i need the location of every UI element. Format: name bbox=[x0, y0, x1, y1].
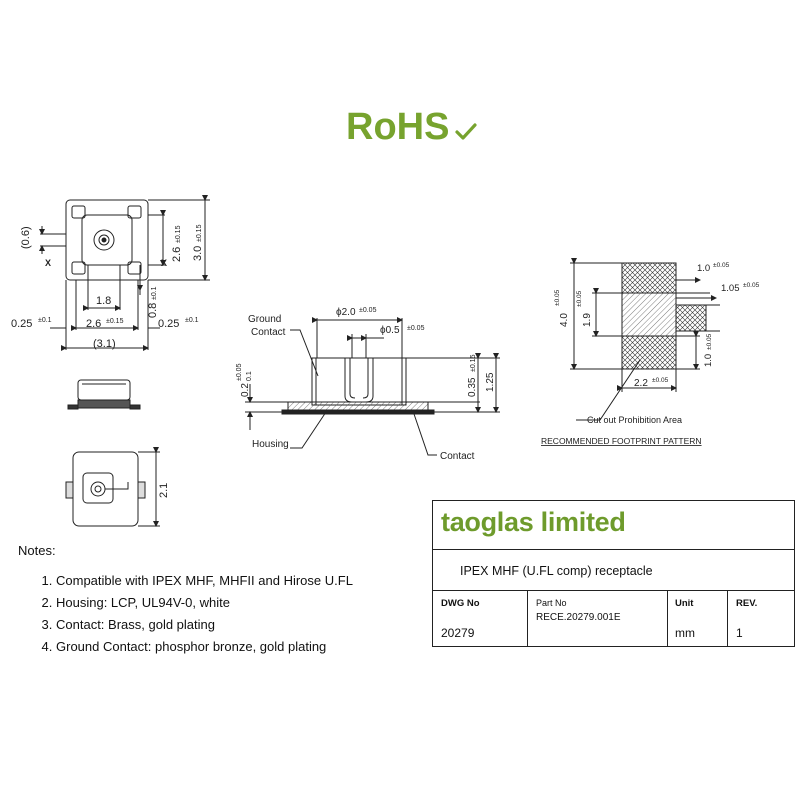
top-view bbox=[39, 195, 210, 351]
tol-1-0-side: ±0.05 bbox=[706, 333, 713, 350]
tol-2-6-vertical: ±0.15 bbox=[175, 225, 182, 243]
column-divider bbox=[667, 590, 668, 646]
top-view-outline bbox=[65, 199, 149, 281]
notes-list: Compatible with IPEX MHF, MHFII and Hiro… bbox=[18, 574, 353, 653]
tol-1-0-top: ±0.05 bbox=[713, 262, 730, 269]
dim-0-8: 0.8 bbox=[147, 303, 159, 318]
dim-4-0: 4.0 bbox=[559, 313, 570, 327]
list-item: Housing: LCP, UL94V-0, white bbox=[56, 596, 353, 609]
section-view bbox=[245, 317, 500, 456]
company-name: taoglas limited bbox=[441, 507, 626, 537]
part-description: IPEX MHF (U.FL comp) receptacle bbox=[460, 564, 653, 578]
dim-1-9: 1.9 bbox=[582, 313, 593, 327]
divider bbox=[433, 549, 794, 550]
rohs-badge: RoHS bbox=[346, 104, 478, 150]
mark-x-right: X bbox=[161, 258, 167, 268]
tol-4-0: ±0.05 bbox=[554, 289, 561, 306]
dim-0-35: 0.35 bbox=[467, 377, 478, 397]
header-unit: Unit bbox=[675, 598, 694, 609]
dim-3-0: 3.0 bbox=[192, 246, 204, 261]
tol-0-25-right: ±0.1 bbox=[185, 317, 199, 324]
header-dwg-no: DWG No bbox=[441, 598, 480, 609]
dim-1-0-side: 1.0 bbox=[703, 354, 714, 367]
tol-2-2: ±0.05 bbox=[652, 377, 669, 384]
title-block: taoglas limited IPEX MHF (U.FL comp) rec… bbox=[432, 500, 795, 647]
dim-1-0-top: 1.0 bbox=[697, 263, 710, 274]
dim-2-6-horizontal: 2.6 bbox=[86, 318, 101, 330]
corner-pad bbox=[127, 205, 142, 219]
dim-phi-0-5: ϕ0.5 bbox=[380, 325, 400, 336]
list-item: Compatible with IPEX MHF, MHFII and Hiro… bbox=[56, 574, 353, 587]
checkmark-icon bbox=[455, 123, 478, 140]
tol-0-2-upper: ±0.05 bbox=[236, 363, 243, 381]
outer-ring bbox=[93, 229, 115, 251]
dim-3-1: (3.1) bbox=[93, 338, 116, 350]
value-part-no: RECE.20279.001E bbox=[536, 612, 621, 623]
notes-title: Notes: bbox=[18, 543, 56, 558]
tol-0-8: ±0.1 bbox=[151, 286, 158, 300]
tol-1-9: ±0.05 bbox=[576, 290, 583, 307]
dim-2-2: 2.2 bbox=[634, 378, 648, 389]
footprint-pattern bbox=[570, 258, 720, 421]
tol-phi-0-5: ±0.05 bbox=[407, 325, 425, 332]
dim-0-25-right: 0.25 bbox=[158, 318, 179, 330]
tol-1-05: ±0.05 bbox=[743, 282, 760, 289]
tol-3-0: ±0.15 bbox=[196, 224, 203, 242]
rohs-label: RoHS bbox=[346, 106, 450, 148]
mark-x-left: X bbox=[45, 258, 51, 268]
label-ground: Ground bbox=[248, 314, 281, 325]
connector-body bbox=[81, 214, 133, 266]
center-pin bbox=[98, 234, 110, 246]
list-item: Ground Contact: phosphor bronze, gold pl… bbox=[56, 640, 353, 653]
dim-2-6-vertical: 2.6 bbox=[171, 247, 183, 262]
dim-1-8: 1.8 bbox=[96, 295, 111, 307]
dim-1-05: 1.05 bbox=[721, 283, 740, 294]
list-item: Contact: Brass, gold plating bbox=[56, 618, 353, 631]
cutout-label: Cut out Prohibition Area bbox=[587, 415, 682, 425]
dim-0-2: 0.2 bbox=[240, 383, 251, 397]
footprint-title: RECOMMENDED FOOTPRINT PATTERN bbox=[541, 436, 702, 446]
bottom-view bbox=[65, 447, 160, 527]
divider bbox=[433, 590, 794, 591]
corner-pad bbox=[71, 205, 86, 219]
dim-0-6: (0.6) bbox=[20, 226, 32, 249]
label-contact-top: Contact bbox=[251, 327, 286, 338]
tol-0-2-lower: 0.1 bbox=[246, 371, 253, 381]
notes: Notes: Compatible with IPEX MHF, MHFII a… bbox=[18, 543, 353, 662]
tol-0-25-left: ±0.1 bbox=[38, 317, 52, 324]
label-housing: Housing bbox=[252, 439, 289, 450]
footprint-labels: 1.0 ±0.05 1.05 ±0.05 4.0 ±0.05 1.9 ±0.05… bbox=[541, 262, 760, 446]
header-rev: REV. bbox=[736, 598, 758, 609]
column-divider bbox=[727, 590, 728, 646]
corner-pad bbox=[127, 261, 142, 275]
tol-phi-2-0: ±0.05 bbox=[359, 307, 377, 314]
dim-0-25-left: 0.25 bbox=[11, 318, 32, 330]
tol-2-6-horizontal: ±0.15 bbox=[106, 318, 124, 325]
value-unit: mm bbox=[675, 626, 695, 640]
dim-1-25: 1.25 bbox=[485, 372, 496, 392]
value-dwg-no: 20279 bbox=[441, 626, 475, 640]
label-contact-bottom: Contact bbox=[440, 451, 475, 462]
side-view bbox=[67, 379, 141, 410]
section-view-labels: Ground Contact Housing Contact ϕ2.0 ±0.0… bbox=[236, 307, 496, 462]
value-rev: 1 bbox=[736, 626, 743, 640]
header-part-no: Part No bbox=[536, 598, 567, 608]
top-view-labels: (0.6) 2.6 ±0.15 3.0 ±0.15 1.8 0.8 ±0.1 0… bbox=[11, 224, 204, 350]
dim-phi-2-0: ϕ2.0 bbox=[336, 307, 356, 318]
dim-2-1: 2.1 bbox=[158, 483, 170, 498]
tol-0-35: ±0.15 bbox=[470, 354, 477, 372]
column-divider bbox=[527, 590, 528, 646]
corner-pad bbox=[71, 261, 86, 275]
